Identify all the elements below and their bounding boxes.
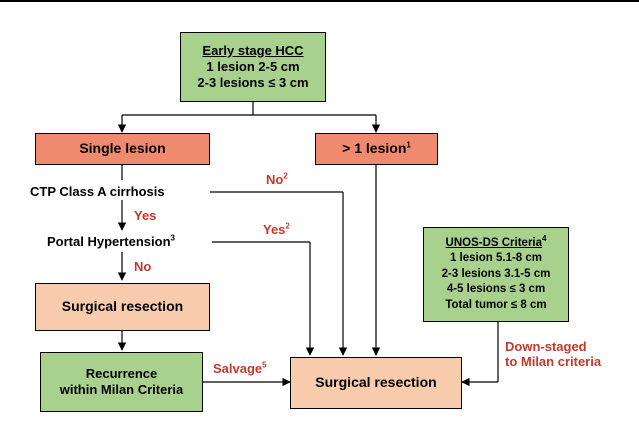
edge-label-no-portal: No [134, 259, 151, 274]
unos-line4: Total tumor ≤ 8 cm [445, 298, 547, 311]
portal-sup: 3 [170, 233, 175, 243]
unos-line1: 1 lesion 5.1-8 cm [449, 252, 543, 265]
unos-line2: 2-3 lesions 3.1-5 cm [441, 267, 551, 280]
portal-label: Portal Hypertension [47, 234, 171, 249]
surgical-main-label: Surgical resection [315, 374, 437, 391]
edge-label-downstaged-line2: to Milan criteria [505, 353, 602, 369]
unos-line3: 4-5 lesions ≤ 3 cm [446, 283, 546, 296]
multi-lesion-sup: 1 [406, 140, 411, 150]
recurrence-line2: within Milan Criteria [59, 382, 184, 397]
edge-label-salvage-text: Salvage [213, 361, 263, 376]
recurrence-line1: Recurrence [85, 365, 158, 381]
edge-label-yes-portal-text: Yes [263, 222, 286, 237]
edge-label-no-ctp-sup: 2 [283, 171, 288, 181]
edge-label-yes-portal: Yes2 [263, 222, 290, 237]
ctp-label: CTP Class A cirrhosis [30, 184, 165, 199]
node-surgical-resection-main: Surgical resection [290, 357, 462, 409]
edge-label-yes-ctp-text: Yes [134, 208, 157, 223]
node-recurrence: Recurrence within Milan Criteria [40, 352, 203, 412]
node-portal-hypertension: Portal Hypertension3 [47, 234, 175, 249]
edge-label-downstaged-line1: Down-staged [505, 339, 587, 354]
unos-title: UNOS-DS Criteria [445, 236, 543, 249]
node-surgical-resection-left: Surgical resection [35, 283, 210, 331]
multi-lesion-text: > 1 lesion1 [342, 140, 411, 158]
multi-lesion-label: > 1 lesion [342, 140, 407, 157]
unos-title-sup: 4 [542, 233, 547, 243]
edge-label-no-portal-text: No [134, 259, 152, 274]
early-stage-title: Early stage HCC [202, 42, 304, 58]
node-single-lesion: Single lesion [35, 133, 210, 165]
early-stage-line1: 1 lesion 2-5 cm [206, 58, 300, 74]
edge-label-downstaged: Down-staged to Milan criteria [505, 339, 602, 370]
node-unos-ds-criteria: UNOS-DS Criteria4 1 lesion 5.1-8 cm 2-3 … [423, 227, 569, 322]
edge-label-yes-portal-sup: 2 [285, 221, 290, 231]
node-multi-lesion: > 1 lesion1 [315, 133, 438, 165]
edge-label-yes-ctp: Yes [134, 208, 156, 223]
surgical-left-label: Surgical resection [61, 298, 184, 315]
unos-title-wrap: UNOS-DS Criteria4 [445, 233, 547, 252]
node-early-stage-hcc: Early stage HCC 1 lesion 2-5 cm 2-3 lesi… [180, 32, 326, 102]
edge-label-salvage-sup: 5 [262, 360, 267, 370]
edge-label-no-ctp: No2 [266, 172, 288, 187]
single-lesion-label: Single lesion [79, 140, 166, 157]
edge-label-salvage: Salvage5 [213, 361, 267, 376]
edge-label-no-ctp-text: No [266, 172, 284, 187]
early-stage-line2: 2-3 lesions ≤ 3 cm [197, 75, 309, 91]
node-ctp-cirrhosis: CTP Class A cirrhosis [30, 184, 165, 199]
top-border [0, 0, 639, 2]
